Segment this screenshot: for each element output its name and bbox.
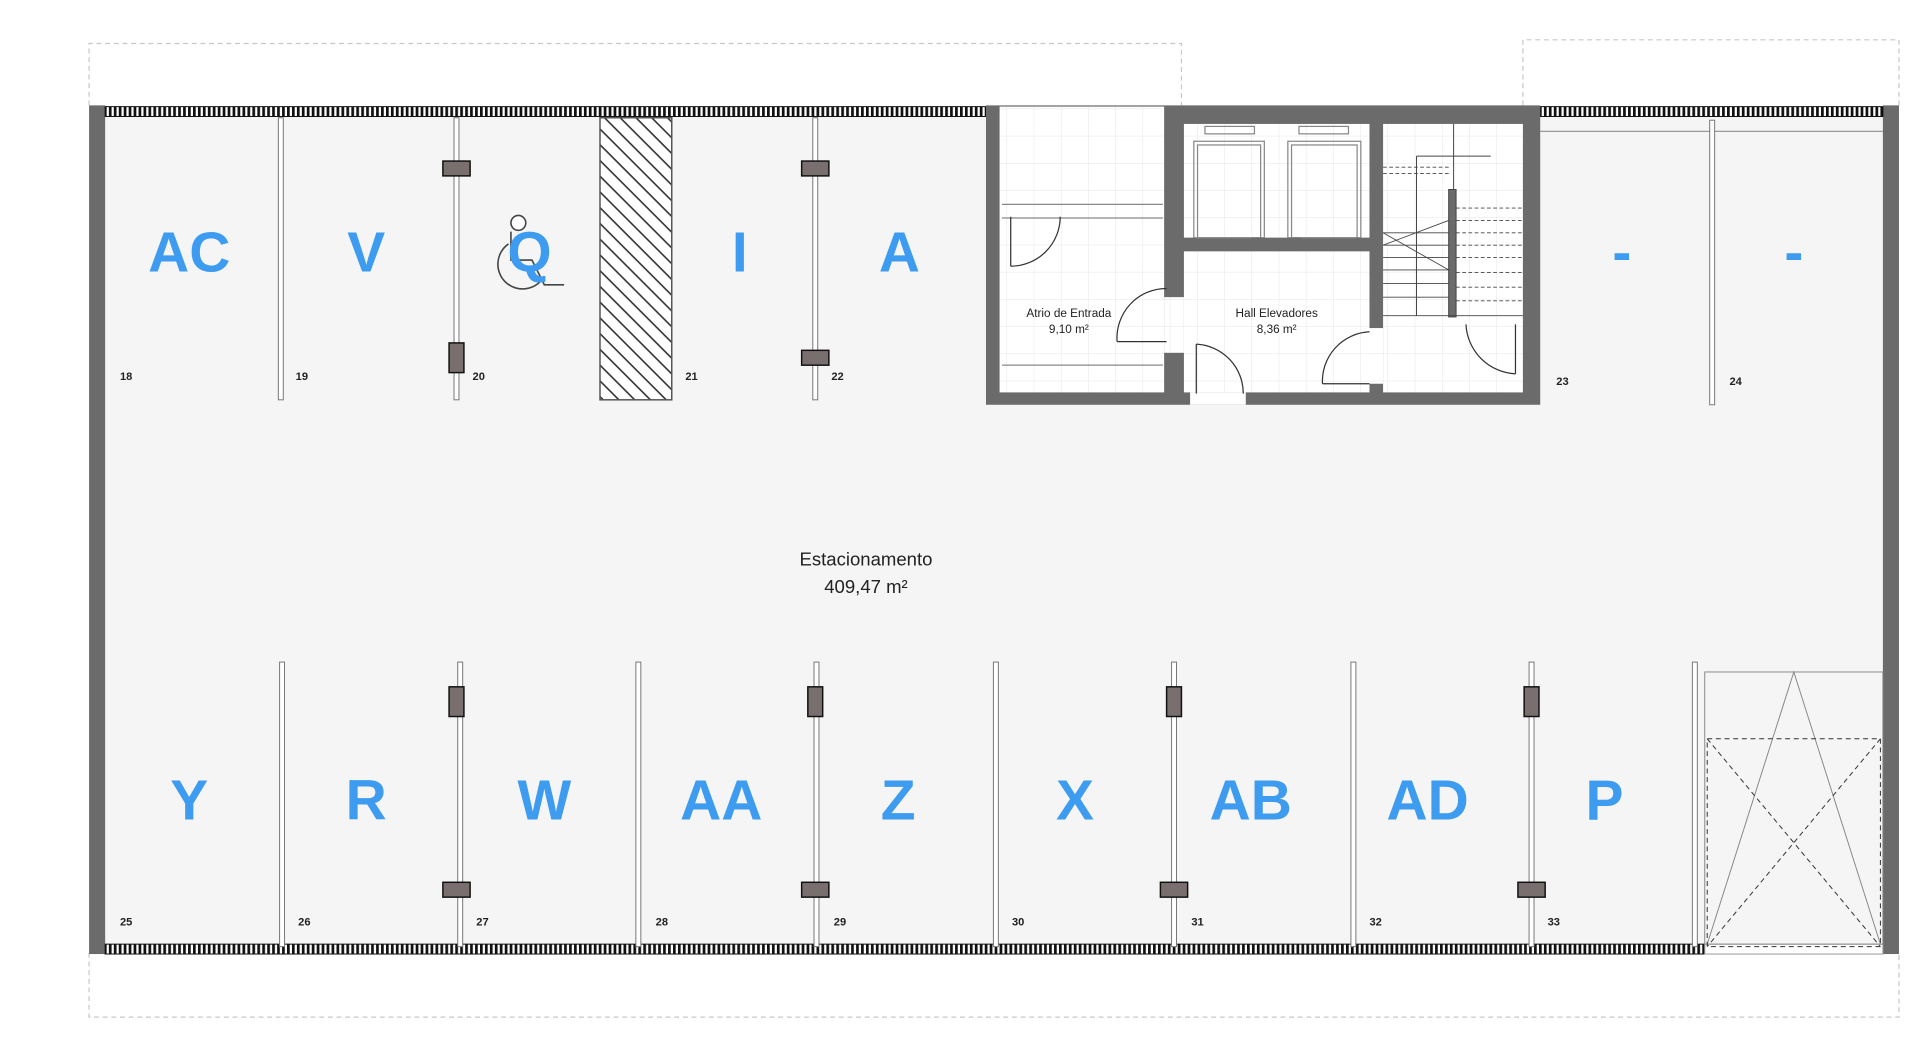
space-number: 22 (831, 371, 843, 383)
space-label: V (347, 220, 385, 284)
column (448, 342, 465, 374)
space-divider (457, 661, 464, 948)
space-number: 28 (656, 917, 668, 929)
space-label: - (1784, 220, 1803, 284)
main-area-name: Estacionamento (799, 549, 932, 570)
space-divider (277, 117, 284, 401)
room-area-hall: 8,36 m² (1257, 323, 1297, 336)
space-divider (1709, 119, 1716, 406)
structural-columns (442, 160, 1546, 898)
space-dividers (277, 117, 1716, 948)
space-divider (813, 661, 820, 948)
ramp (1704, 670, 1884, 948)
room-name-hall: Hall Elevadores (1236, 307, 1318, 320)
space-label: W (517, 768, 571, 832)
space-divider (1691, 661, 1698, 948)
space-label: I (732, 220, 748, 284)
space-label: Z (881, 768, 916, 832)
space-label: - (1612, 220, 1631, 284)
hatched-aisle (599, 117, 673, 401)
column (448, 686, 465, 718)
space-number: 25 (120, 917, 132, 929)
column (442, 160, 471, 177)
column (1165, 686, 1183, 718)
space-number: 33 (1548, 917, 1560, 929)
space-divider (1171, 661, 1177, 948)
space-divider (992, 661, 999, 948)
space-divider (635, 661, 642, 948)
space-number: 19 (296, 371, 308, 383)
space-divider (1350, 661, 1357, 948)
space-label: AB (1210, 768, 1292, 832)
space-label: X (1056, 768, 1094, 832)
space-label: R (346, 768, 387, 832)
column (800, 349, 830, 366)
column (442, 881, 471, 898)
space-label: Y (170, 768, 208, 832)
space-divider (453, 117, 460, 401)
space-label: Q (507, 220, 551, 284)
space-number: 31 (1191, 917, 1203, 929)
space-number: 23 (1556, 376, 1568, 388)
space-number: 21 (685, 371, 697, 383)
space-label: AC (148, 220, 230, 284)
building-core: Atrio de Entrada 9,10 m² Hall Elevadores… (985, 105, 1541, 405)
space-number: 20 (473, 371, 485, 383)
space-divider (812, 117, 819, 401)
space-number: 30 (1012, 917, 1024, 929)
column (1523, 686, 1540, 718)
exterior-walls (89, 105, 1899, 955)
column (807, 686, 824, 718)
column (1517, 881, 1546, 898)
stair-steps (1383, 166, 1523, 302)
space-label: P (1586, 768, 1624, 832)
space-number: 26 (298, 917, 310, 929)
room-name-atrio: Atrio de Entrada (1026, 307, 1111, 320)
space-number: 32 (1369, 917, 1381, 929)
space-divider (279, 661, 286, 948)
main-area-size: 409,47 m² (824, 576, 908, 597)
space-number: 29 (834, 917, 846, 929)
wheelchair-icon (497, 214, 565, 290)
space-number: 18 (120, 371, 132, 383)
space-divider (1528, 661, 1535, 948)
space-label: AA (680, 768, 762, 832)
space-label: A (879, 220, 920, 284)
column (800, 881, 830, 898)
space-number: 27 (476, 917, 488, 929)
space-label: AD (1387, 768, 1469, 832)
column (1159, 881, 1189, 898)
column (800, 160, 830, 177)
room-area-atrio: 9,10 m² (1049, 323, 1089, 336)
space-number: 24 (1729, 376, 1742, 388)
